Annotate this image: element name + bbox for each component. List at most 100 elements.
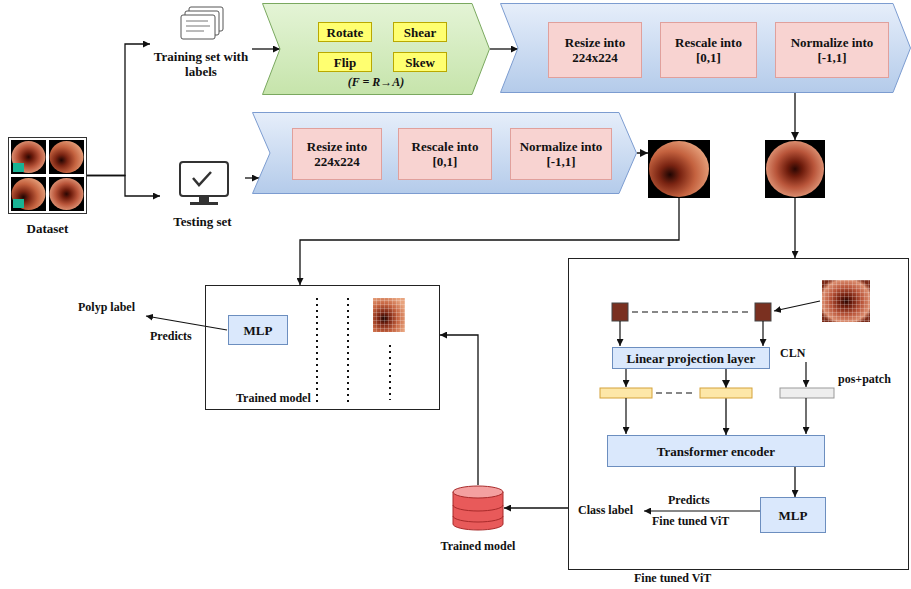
art-shape — [632, 311, 751, 312]
vit-internals — [600, 280, 870, 511]
art-shape — [766, 141, 824, 197]
art-shape — [180, 162, 228, 196]
art-shape — [186, 21, 210, 31]
node-text: (F = R→A) — [262, 75, 490, 90]
model-box: Trained modelMLP — [205, 285, 440, 410]
annotation-label: CLN — [780, 346, 805, 360]
art-shape — [316, 298, 318, 402]
node-text: Rescale into [0,1] — [663, 35, 754, 65]
preprocessing-band: Resize into 224x224 Rescale into [0,1] Nor… — [500, 3, 911, 93]
node-text: MLP — [779, 508, 808, 523]
art-shape — [50, 178, 84, 210]
connector — [87, 44, 150, 176]
annotation-label: Predicts — [150, 329, 192, 343]
cylinder-ring — [453, 505, 503, 522]
art-shape — [805, 362, 806, 387]
band-shape — [253, 113, 637, 194]
augmentation-box: Flip — [318, 52, 372, 72]
input-icon: Training set with labels — [150, 5, 252, 83]
art-shape — [765, 140, 825, 198]
art-shape — [755, 303, 771, 321]
preprocessing-box: Normalize into [-1,1] — [775, 22, 889, 78]
annotation-label: Polyp label — [78, 300, 135, 314]
node-text: Transformer encoder — [657, 444, 775, 459]
art-shape — [805, 398, 806, 434]
connector — [490, 48, 518, 49]
art-shape — [612, 303, 628, 321]
art-shape — [50, 141, 84, 173]
art-shape — [625, 369, 626, 387]
art-shape — [373, 298, 405, 332]
art-shape — [644, 510, 760, 511]
art-shape — [146, 316, 227, 330]
art-shape — [181, 15, 215, 39]
node-text: Normalize into [-1,1] — [513, 139, 609, 169]
preprocessing-box: Rescale into [0,1] — [398, 128, 492, 180]
art-shape — [199, 196, 209, 202]
connector — [245, 177, 259, 178]
art-shape — [700, 388, 752, 398]
node-text: Shear — [404, 25, 437, 40]
cylinder-outline — [452, 485, 504, 531]
art-shape — [11, 140, 46, 174]
dataset-box: Dataset — [8, 137, 87, 214]
node-text: Rotate — [327, 25, 364, 40]
art-shape — [193, 172, 211, 185]
node-text: Rescale into [0,1] — [401, 139, 489, 169]
node-text: Testing set — [160, 214, 245, 229]
preprocessing-box: Resize into 224x224 — [292, 128, 382, 180]
art-shape — [389, 345, 391, 400]
art-shape — [656, 392, 696, 393]
band-shape — [501, 4, 911, 93]
layer-box: Transformer encoder — [607, 435, 825, 467]
art-shape — [791, 132, 799, 140]
preprocessing-band: Resize into 224x224 Rescale into [0,1] Nor… — [252, 112, 637, 194]
node-text: Resize into 224x224 — [551, 35, 639, 65]
art-shape — [822, 280, 870, 322]
model-box: Fine tuned ViT Linear projection layerTra… — [568, 258, 909, 570]
node-text: MLP — [244, 323, 273, 338]
processed-image — [640, 132, 825, 198]
node-text: Flip — [334, 55, 356, 70]
art-shape — [625, 398, 626, 434]
band-shape — [263, 4, 490, 95]
trained-model-internals — [146, 298, 405, 402]
connector — [252, 48, 280, 49]
connector — [504, 507, 568, 508]
node-text: Fine tuned ViT — [634, 571, 711, 586]
art-shape — [190, 202, 218, 205]
annotation-label: Fine tuned ViT — [652, 514, 729, 528]
art-shape — [373, 298, 405, 332]
art-shape — [648, 140, 710, 198]
connector — [725, 369, 726, 435]
augmentation-box: Shear — [393, 22, 447, 42]
layer-box: MLP — [228, 315, 288, 345]
node-text: Normalize into [-1,1] — [778, 35, 886, 65]
art-shape — [600, 388, 652, 398]
art-shape — [649, 141, 709, 197]
annotation-label: pos+patch — [838, 372, 891, 386]
preprocessing-box: Rescale into [0,1] — [660, 22, 757, 78]
art-shape — [49, 140, 84, 174]
monitor-icon — [180, 162, 228, 205]
annotation-label: Class label — [578, 503, 633, 517]
art-shape — [780, 388, 834, 398]
node-text: Resize into 224x224 — [295, 139, 379, 169]
input-icon: Testing set — [160, 158, 245, 234]
art-shape — [12, 178, 46, 210]
art-shape — [774, 301, 820, 311]
layer-box: MLP — [760, 497, 826, 533]
node-text: Linear projection layer — [627, 351, 756, 366]
art-shape — [49, 177, 84, 211]
art-shape — [640, 149, 648, 157]
layer-box: Linear projection layer — [612, 347, 770, 369]
database-cylinder: Trained model — [452, 485, 504, 531]
art-shape — [722, 380, 730, 388]
art-shape — [347, 298, 349, 402]
node-text: Training set with labels — [150, 49, 252, 79]
cylinder-top — [453, 486, 503, 498]
connector — [440, 335, 478, 485]
document-stack-icon — [181, 7, 223, 39]
art-shape — [13, 163, 24, 172]
